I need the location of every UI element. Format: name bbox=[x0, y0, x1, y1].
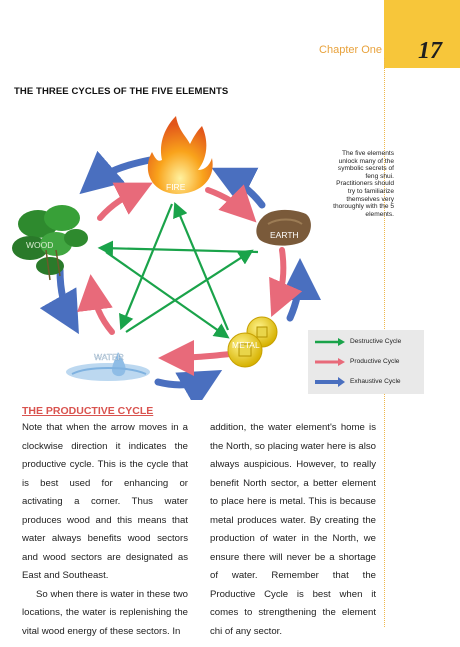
five-elements-diagram: FIRE EARTH METAL WATER WOOD bbox=[12, 116, 321, 400]
page-title: THE THREE CYCLES OF THE FIVE ELEMENTS bbox=[14, 86, 229, 97]
productive-cycle-arrows bbox=[77, 182, 303, 376]
legend-destructive-label: Destructive Cycle bbox=[350, 338, 402, 345]
wood-element: WOOD bbox=[12, 205, 88, 281]
destructive-cycle-star bbox=[97, 201, 259, 339]
text-column-left: Note that when the arrow moves in a cloc… bbox=[22, 419, 188, 641]
text-column-right: addition, the water element's home is th… bbox=[210, 419, 376, 641]
paragraph: Note that when the arrow moves in a cloc… bbox=[22, 422, 188, 581]
metal-label: METAL bbox=[232, 340, 260, 350]
water-label: WATER bbox=[94, 352, 124, 362]
water-splash-icon bbox=[66, 363, 150, 381]
side-note: The five elements unlock many of the sym… bbox=[333, 150, 394, 218]
legend-productive: Productive Cycle bbox=[314, 355, 424, 369]
wood-label: WOOD bbox=[26, 240, 53, 250]
metal-element: METAL bbox=[227, 316, 278, 368]
page-tab bbox=[384, 0, 460, 68]
fire-element: FIRE bbox=[147, 116, 213, 194]
fire-label: FIRE bbox=[166, 182, 186, 192]
earth-label: EARTH bbox=[270, 230, 299, 240]
legend-exhaustive-label: Exhaustive Cycle bbox=[350, 378, 401, 385]
chapter-label: Chapter One bbox=[319, 44, 382, 56]
paragraph: So when there is water in these two loca… bbox=[22, 588, 188, 637]
flame-icon bbox=[147, 116, 213, 194]
earth-element: EARTH bbox=[256, 209, 311, 246]
legend: Destructive Cycle Productive Cycle Exhau… bbox=[308, 330, 424, 394]
water-element: WATER bbox=[66, 352, 150, 381]
page-number: 17 bbox=[418, 38, 442, 64]
legend-productive-label: Productive Cycle bbox=[350, 358, 400, 365]
section-heading: THE PRODUCTIVE CYCLE bbox=[22, 405, 154, 417]
paragraph: addition, the water element's home is th… bbox=[210, 422, 376, 637]
legend-destructive: Destructive Cycle bbox=[314, 335, 424, 349]
rock-icon bbox=[256, 209, 311, 246]
legend-exhaustive: Exhaustive Cycle bbox=[314, 375, 424, 389]
